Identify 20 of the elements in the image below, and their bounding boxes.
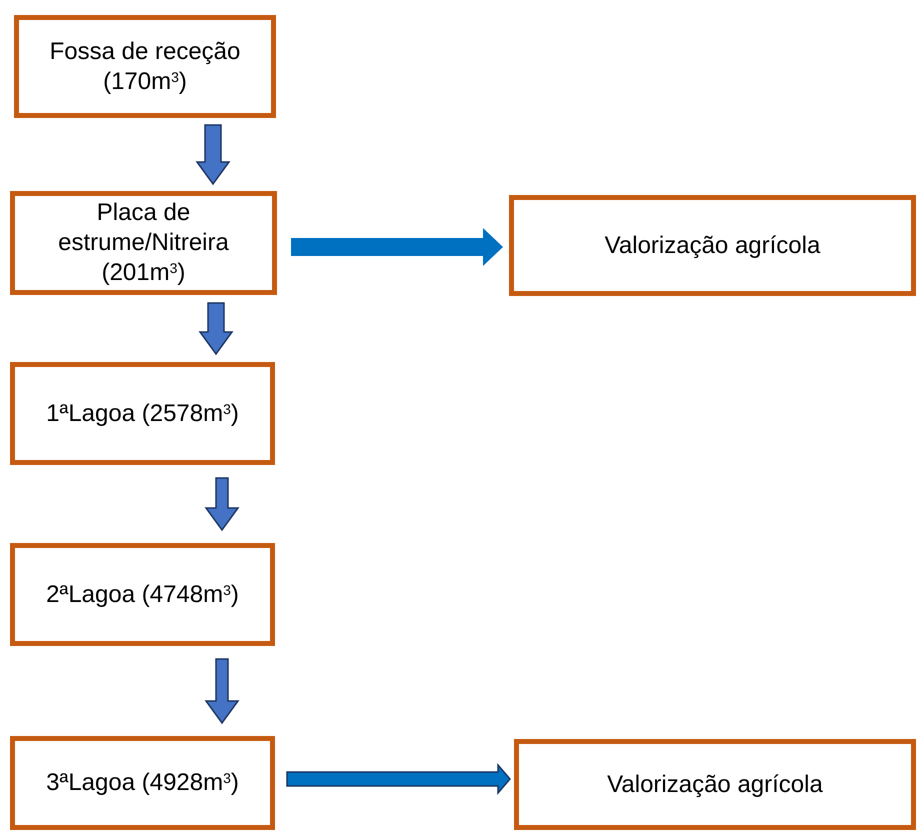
block-arrow <box>204 477 240 532</box>
process-box <box>10 543 275 646</box>
block-arrow <box>204 658 240 724</box>
process-box <box>10 362 275 465</box>
box-label: Placa de estrume/Nitreira (201m$^{3}$) <box>57 198 230 288</box>
block-arrow <box>291 228 503 266</box>
process-box <box>509 195 916 296</box>
box-label: Valorização agrícola <box>607 770 823 800</box>
block-arrow <box>286 762 511 796</box>
block-arrow <box>196 124 230 186</box>
box-label: 3ªLagoa (4928m$^{3}$) <box>46 768 239 798</box>
process-box <box>514 739 916 830</box>
process-box <box>10 736 275 830</box>
box-label: 2ªLagoa (4748m$^{3}$) <box>46 580 239 610</box>
block-arrow <box>198 302 234 356</box>
box-label: Valorização agrícola <box>604 230 820 260</box>
process-box <box>14 15 276 118</box>
process-box <box>10 191 277 295</box>
box-label: Fossa de receção (170m$^{3}$) <box>48 36 242 96</box>
box-label: 1ªLagoa (2578m$^{3}$) <box>46 398 239 428</box>
